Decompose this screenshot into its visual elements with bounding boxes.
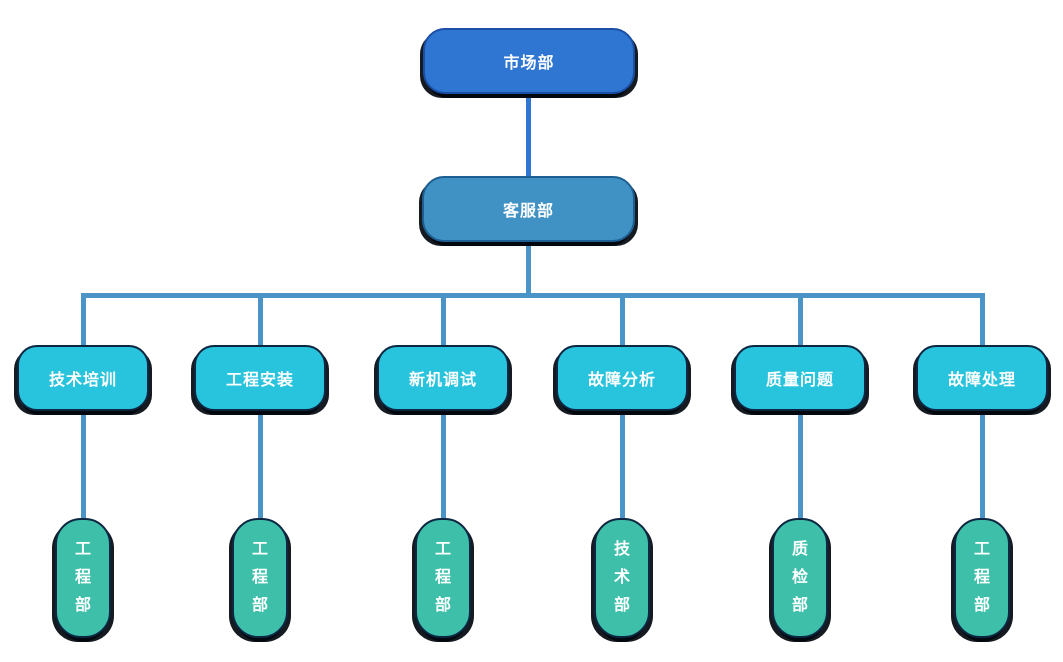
connector-drop-6 [980, 293, 985, 347]
node-label: 质量问题 [765, 372, 834, 389]
node-label: 工程部 [973, 541, 990, 614]
connector-stem-2 [258, 409, 263, 520]
node-engineering-dept-3: 工程部 [415, 518, 471, 638]
connector-stem-5 [798, 409, 803, 520]
connector-drop-1 [81, 293, 86, 347]
node-label: 故障处理 [947, 372, 1016, 389]
node-label: 新机调试 [408, 372, 477, 389]
node-engineering-install: 工程安装 [194, 345, 326, 411]
node-label: 市场部 [503, 55, 555, 72]
node-customer-service-dept: 客服部 [422, 176, 635, 242]
connector-root-to-mid [526, 92, 531, 178]
node-label: 质检部 [791, 541, 808, 614]
node-fault-analysis: 故障分析 [556, 345, 688, 411]
connector-mid-to-bus [526, 240, 531, 296]
node-marketing-dept: 市场部 [423, 28, 635, 94]
node-tech-training: 技术培训 [17, 345, 149, 411]
node-new-machine-debug: 新机调试 [377, 345, 509, 411]
node-engineering-dept-2: 工程部 [232, 518, 288, 638]
node-label: 工程安装 [225, 372, 294, 389]
node-quality-inspection-dept: 质检部 [772, 518, 828, 638]
connector-stem-4 [620, 409, 625, 520]
connector-stem-1 [81, 409, 86, 520]
connector-drop-2 [258, 293, 263, 347]
node-quality-issues: 质量问题 [734, 345, 866, 411]
connector-drop-4 [620, 293, 625, 347]
connector-drop-3 [441, 293, 446, 347]
connector-horizontal-bus [81, 293, 984, 298]
node-engineering-dept-4: 工程部 [954, 518, 1010, 638]
connector-drop-5 [798, 293, 803, 347]
node-engineering-dept-1: 工程部 [55, 518, 111, 638]
connector-stem-6 [980, 409, 985, 520]
node-label: 工程部 [74, 541, 91, 614]
node-label: 技术部 [613, 541, 630, 614]
node-label: 工程部 [251, 541, 268, 614]
node-label: 技术培训 [48, 372, 117, 389]
node-tech-dept: 技术部 [594, 518, 650, 638]
connector-stem-3 [441, 409, 446, 520]
node-label: 工程部 [434, 541, 451, 614]
node-label: 故障分析 [587, 372, 656, 389]
node-fault-handling: 故障处理 [916, 345, 1048, 411]
node-label: 客服部 [502, 203, 554, 220]
